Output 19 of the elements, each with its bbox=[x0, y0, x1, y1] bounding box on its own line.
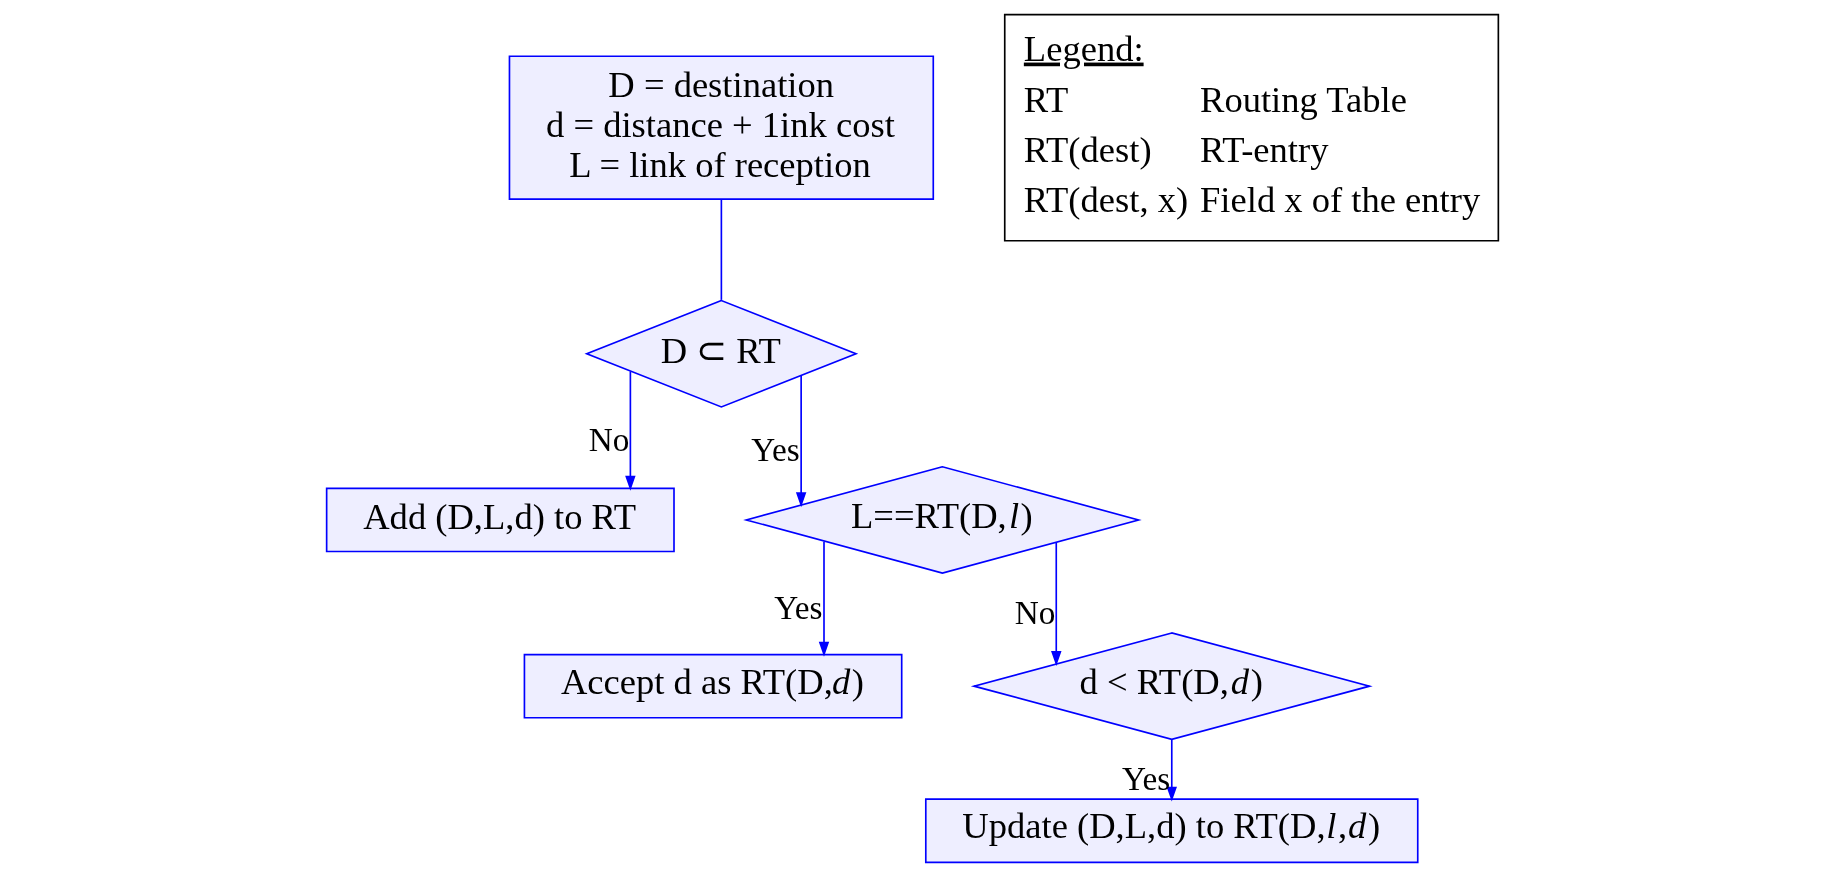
node-box: Accept d as RT(D,d) bbox=[523, 653, 903, 719]
arrow bbox=[625, 370, 636, 491]
node-box: Legend: RT Routing Table RT(dest) RT-entry RT(dest, x) Field x of the entry bbox=[1003, 13, 1500, 242]
node-diamond: L==RT(D,l) bbox=[743, 465, 1142, 574]
edge-label: Yes bbox=[774, 588, 823, 626]
arrow bbox=[1166, 739, 1177, 802]
arrow bbox=[818, 540, 830, 657]
edge-label: No bbox=[588, 420, 630, 458]
arrow bbox=[795, 374, 807, 508]
node-box: Update (D,L,d) to RT(D,l,d) bbox=[924, 798, 1419, 864]
node-box: Add (D,L,d) to RT bbox=[325, 487, 675, 553]
edge-label: Yes bbox=[1121, 760, 1171, 798]
arrow bbox=[1051, 541, 1062, 667]
node-box: D = destination d = distance + 1ink cost L = link of reception bbox=[508, 55, 935, 200]
edge-label: Yes bbox=[751, 430, 800, 468]
edge-label: No bbox=[1014, 593, 1056, 631]
node-diamond: D ⊂ RT bbox=[584, 299, 859, 408]
connector bbox=[720, 198, 723, 301]
node-diamond: d < RT(D,d) bbox=[970, 632, 1373, 741]
